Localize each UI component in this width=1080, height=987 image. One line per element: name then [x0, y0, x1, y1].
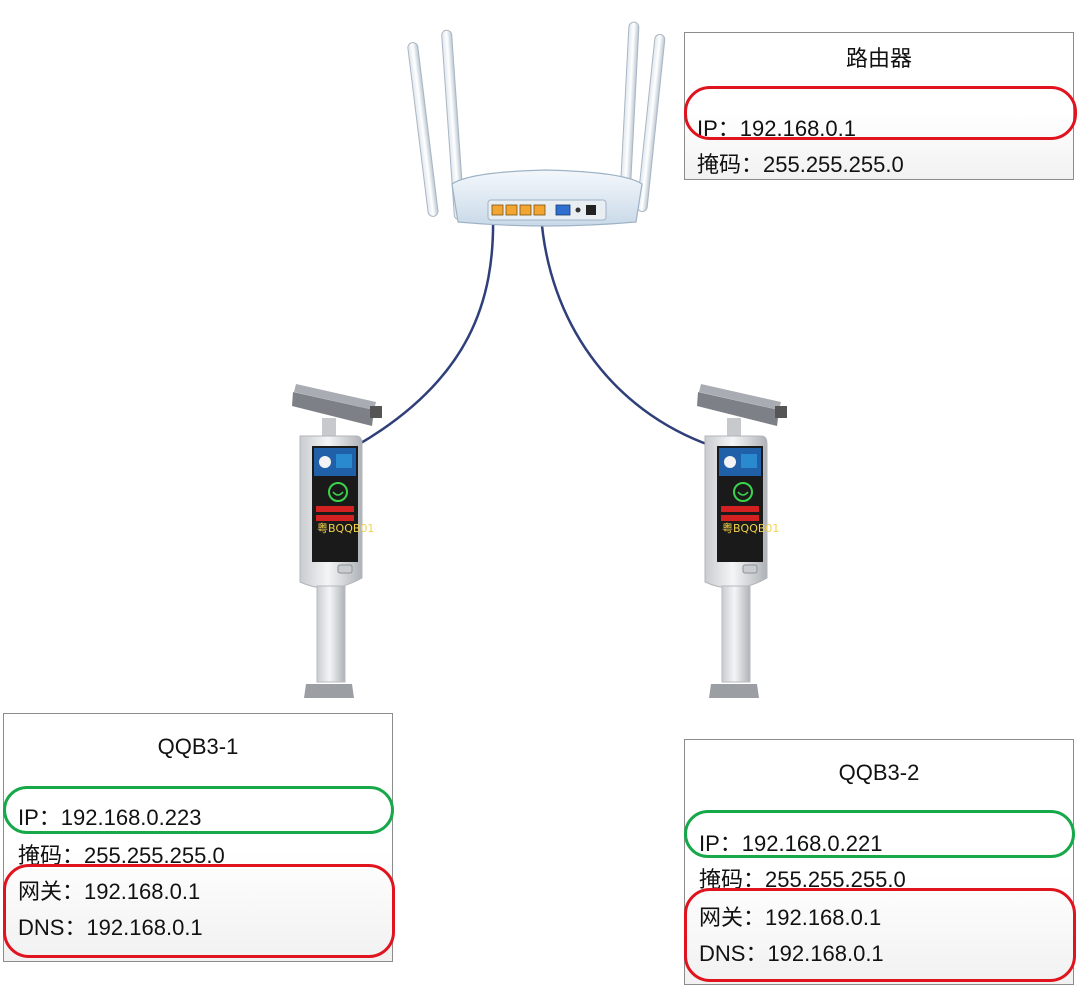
router-info-box: 路由器 IP：192.168.0.1 掩码：255.255.255.0 — [684, 32, 1074, 180]
right-screen-plate: 粤BQQB01 — [722, 521, 779, 535]
device-2-info-box: QQB3-2 IP：192.168.0.221 掩码：255.255.255.0… — [684, 739, 1074, 985]
device-2-gateway-dns-highlight — [684, 888, 1076, 982]
camera-pole-icon: 粤BQQB01 — [292, 384, 382, 698]
device-1-ip-highlight — [3, 786, 394, 834]
device-1-gateway-dns-highlight — [3, 864, 395, 958]
device-2-mask: 掩码：255.255.255.0 — [699, 867, 906, 892]
device-2-gateway: 网关：192.168.0.1 — [699, 905, 882, 930]
device-1-mask: 掩码：255.255.255.0 — [18, 843, 225, 868]
device-1-info-box: QQB3-1 IP：192.168.0.223 掩码：255.255.255.0… — [3, 713, 393, 962]
device-2-dns: DNS：192.168.0.1 — [699, 941, 884, 966]
device-1-ip: IP：192.168.0.223 — [18, 805, 202, 830]
router-icon — [407, 21, 666, 227]
device-2-ip-highlight — [684, 810, 1075, 858]
device-1-dns: DNS：192.168.0.1 — [18, 915, 203, 940]
device-2-ip: IP：192.168.0.221 — [699, 831, 883, 856]
cable-right — [539, 213, 713, 448]
router-title: 路由器 — [845, 46, 912, 71]
camera-pole-icon: 粤BQQB01 — [697, 384, 787, 698]
cable-left — [355, 213, 495, 448]
device-1-title: QQB3-1 — [157, 734, 239, 759]
router-ip-highlight — [684, 86, 1077, 140]
device-2-title: QQB3-2 — [838, 760, 920, 785]
device-1-gateway: 网关：192.168.0.1 — [18, 879, 201, 904]
left-screen-plate: 粤BQQB01 — [317, 521, 374, 535]
router-mask: 掩码：255.255.255.0 — [697, 152, 904, 177]
router-ip: IP：192.168.0.1 — [697, 116, 857, 141]
